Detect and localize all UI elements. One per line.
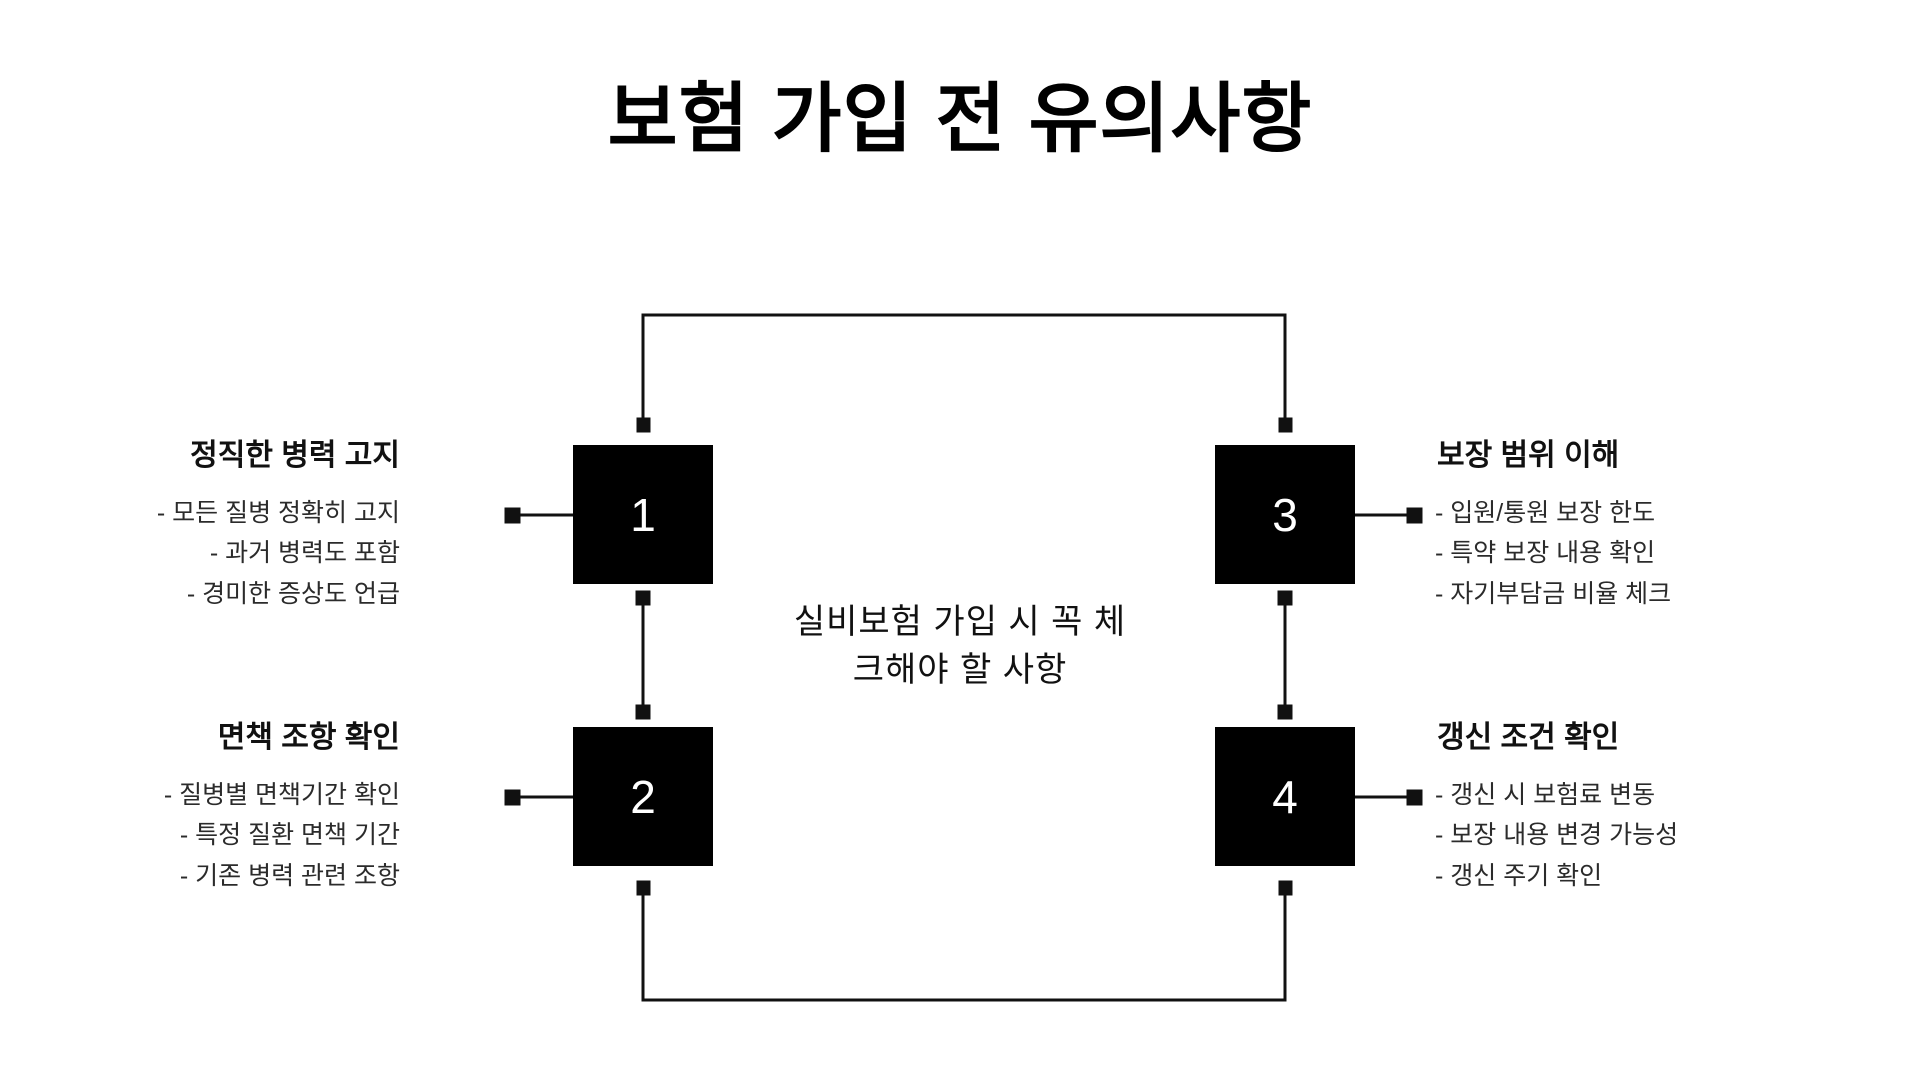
arrow-marker-bottom-left — [636, 880, 651, 896]
arrow-marker-bottom-right — [1278, 880, 1293, 896]
arrow-marker-left-vertical-top — [635, 590, 651, 606]
bullet-item: - 질병별 면책기간 확인 — [163, 780, 400, 809]
label-group-2: 면책 조항 확인 - 질병별 면책기간 확인 - 특정 질환 면책 기간 - 기… — [70, 719, 400, 896]
center-caption: 실비보험 가입 시 꼭 체 크해야 할 사항 — [730, 598, 1190, 695]
arrow-marker-label-2 — [504, 789, 521, 806]
bullet-list-3: - 입원/통원 보장 한도 - 특약 보장 내용 확인 - 자기부담금 비율 체… — [1435, 493, 1765, 615]
bullet-item: - 경미한 증상도 언급 — [186, 579, 400, 608]
bullet-item: - 갱신 시 보험료 변동 — [1435, 780, 1656, 809]
label-heading-3: 보장 범위 이해 — [1437, 439, 1620, 472]
label-group-4: 갱신 조건 확인 - 갱신 시 보험료 변동 - 보장 내용 변경 가능성 - … — [1435, 719, 1765, 896]
node-box-3[interactable]: 3 — [1215, 445, 1355, 584]
arrow-marker-left-vertical-bottom — [635, 704, 651, 720]
bullet-list-1: - 모든 질병 정확히 고지 - 과거 병력도 포함 - 경미한 증상도 언급 — [70, 493, 400, 615]
arrow-marker-label-4 — [1406, 789, 1423, 806]
node-number-4: 4 — [1272, 770, 1298, 823]
label-heading-4: 갱신 조건 확인 — [1437, 721, 1620, 754]
bullet-item: - 자기부담금 비율 체크 — [1435, 579, 1672, 608]
arrow-marker-right-vertical-top — [1277, 590, 1293, 606]
node-number-1: 1 — [630, 488, 656, 541]
connector-bottom-bridge — [641, 888, 1287, 1002]
bullet-item: - 갱신 주기 확인 — [1435, 861, 1603, 890]
node-number-3: 3 — [1272, 488, 1298, 541]
bullet-item: - 모든 질병 정확히 고지 — [156, 498, 400, 527]
bullet-item: - 특정 질환 면책 기간 — [179, 821, 400, 849]
center-caption-line-1: 실비보험 가입 시 꼭 체 — [793, 603, 1127, 641]
label-group-1: 정직한 병력 고지 - 모든 질병 정확히 고지 - 과거 병력도 포함 - 경… — [70, 437, 400, 614]
node-number-2: 2 — [630, 770, 656, 823]
node-box-4[interactable]: 4 — [1215, 727, 1355, 866]
connector-top-bridge — [641, 313, 1287, 425]
arrow-marker-top-right — [1278, 417, 1293, 433]
node-box-1[interactable]: 1 — [573, 445, 713, 584]
arrow-marker-label-3 — [1406, 507, 1423, 524]
arrow-marker-label-1 — [504, 507, 521, 524]
bullet-list-4: - 갱신 시 보험료 변동 - 보장 내용 변경 가능성 - 갱신 주기 확인 — [1435, 775, 1765, 897]
label-heading-1: 정직한 병력 고지 — [190, 439, 400, 472]
arrow-marker-top-left — [636, 417, 651, 433]
bullet-item: - 특약 보장 내용 확인 — [1435, 539, 1656, 567]
bullet-item: - 기존 병력 관련 조항 — [179, 861, 400, 890]
bullet-item: - 과거 병력도 포함 — [209, 539, 400, 567]
bullet-item: - 입원/통원 보장 한도 — [1435, 498, 1656, 527]
page-title: 보험 가입 전 유의사항 — [607, 77, 1313, 162]
label-group-3: 보장 범위 이해 - 입원/통원 보장 한도 - 특약 보장 내용 확인 - 자… — [1435, 437, 1765, 614]
bullet-item: - 보장 내용 변경 가능성 — [1435, 821, 1679, 849]
arrow-marker-right-vertical-bottom — [1277, 704, 1293, 720]
bullet-list-2: - 질병별 면책기간 확인 - 특정 질환 면책 기간 - 기존 병력 관련 조… — [70, 775, 400, 897]
label-heading-2: 면책 조항 확인 — [217, 721, 400, 754]
center-caption-line-2: 크해야 할 사항 — [852, 651, 1068, 690]
node-box-2[interactable]: 2 — [573, 727, 713, 866]
